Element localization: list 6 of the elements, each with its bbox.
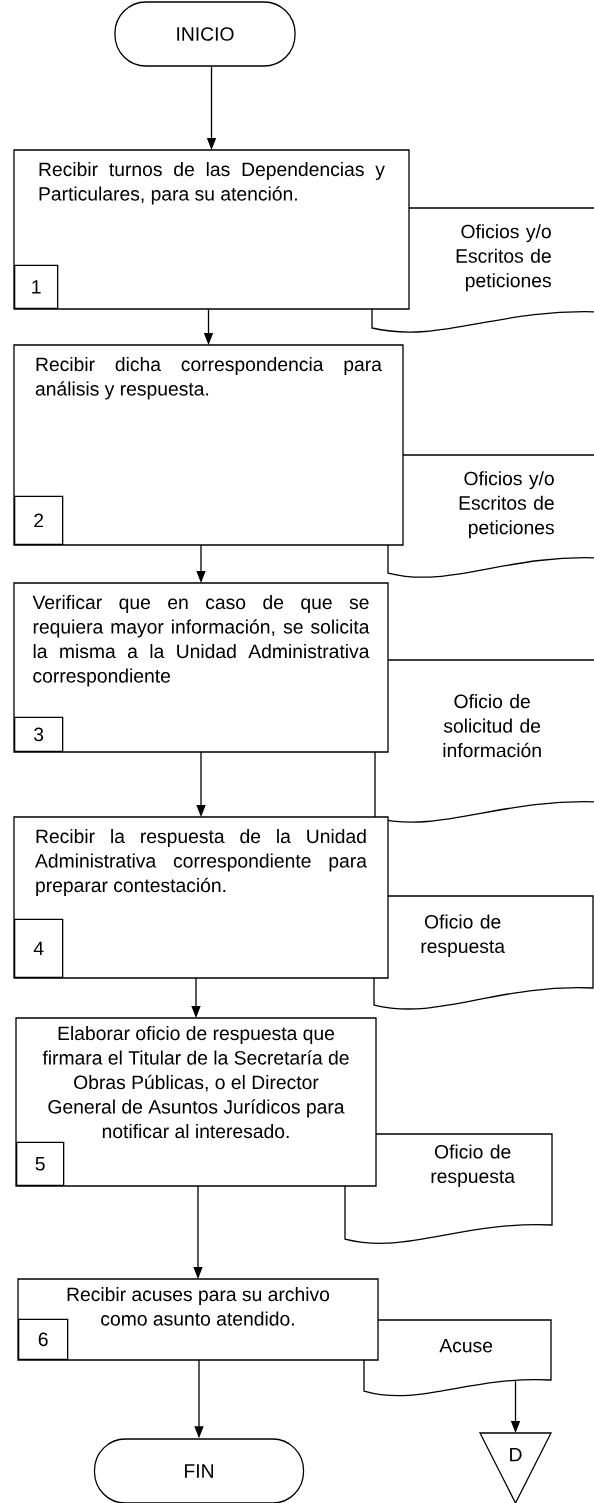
step-number: 1 xyxy=(14,264,59,309)
step-number: 3 xyxy=(14,716,64,752)
step-number: 4 xyxy=(14,918,64,978)
step-number: 6 xyxy=(18,1318,69,1360)
step-number: 2 xyxy=(14,495,64,545)
step-number: 5 xyxy=(16,1141,65,1186)
